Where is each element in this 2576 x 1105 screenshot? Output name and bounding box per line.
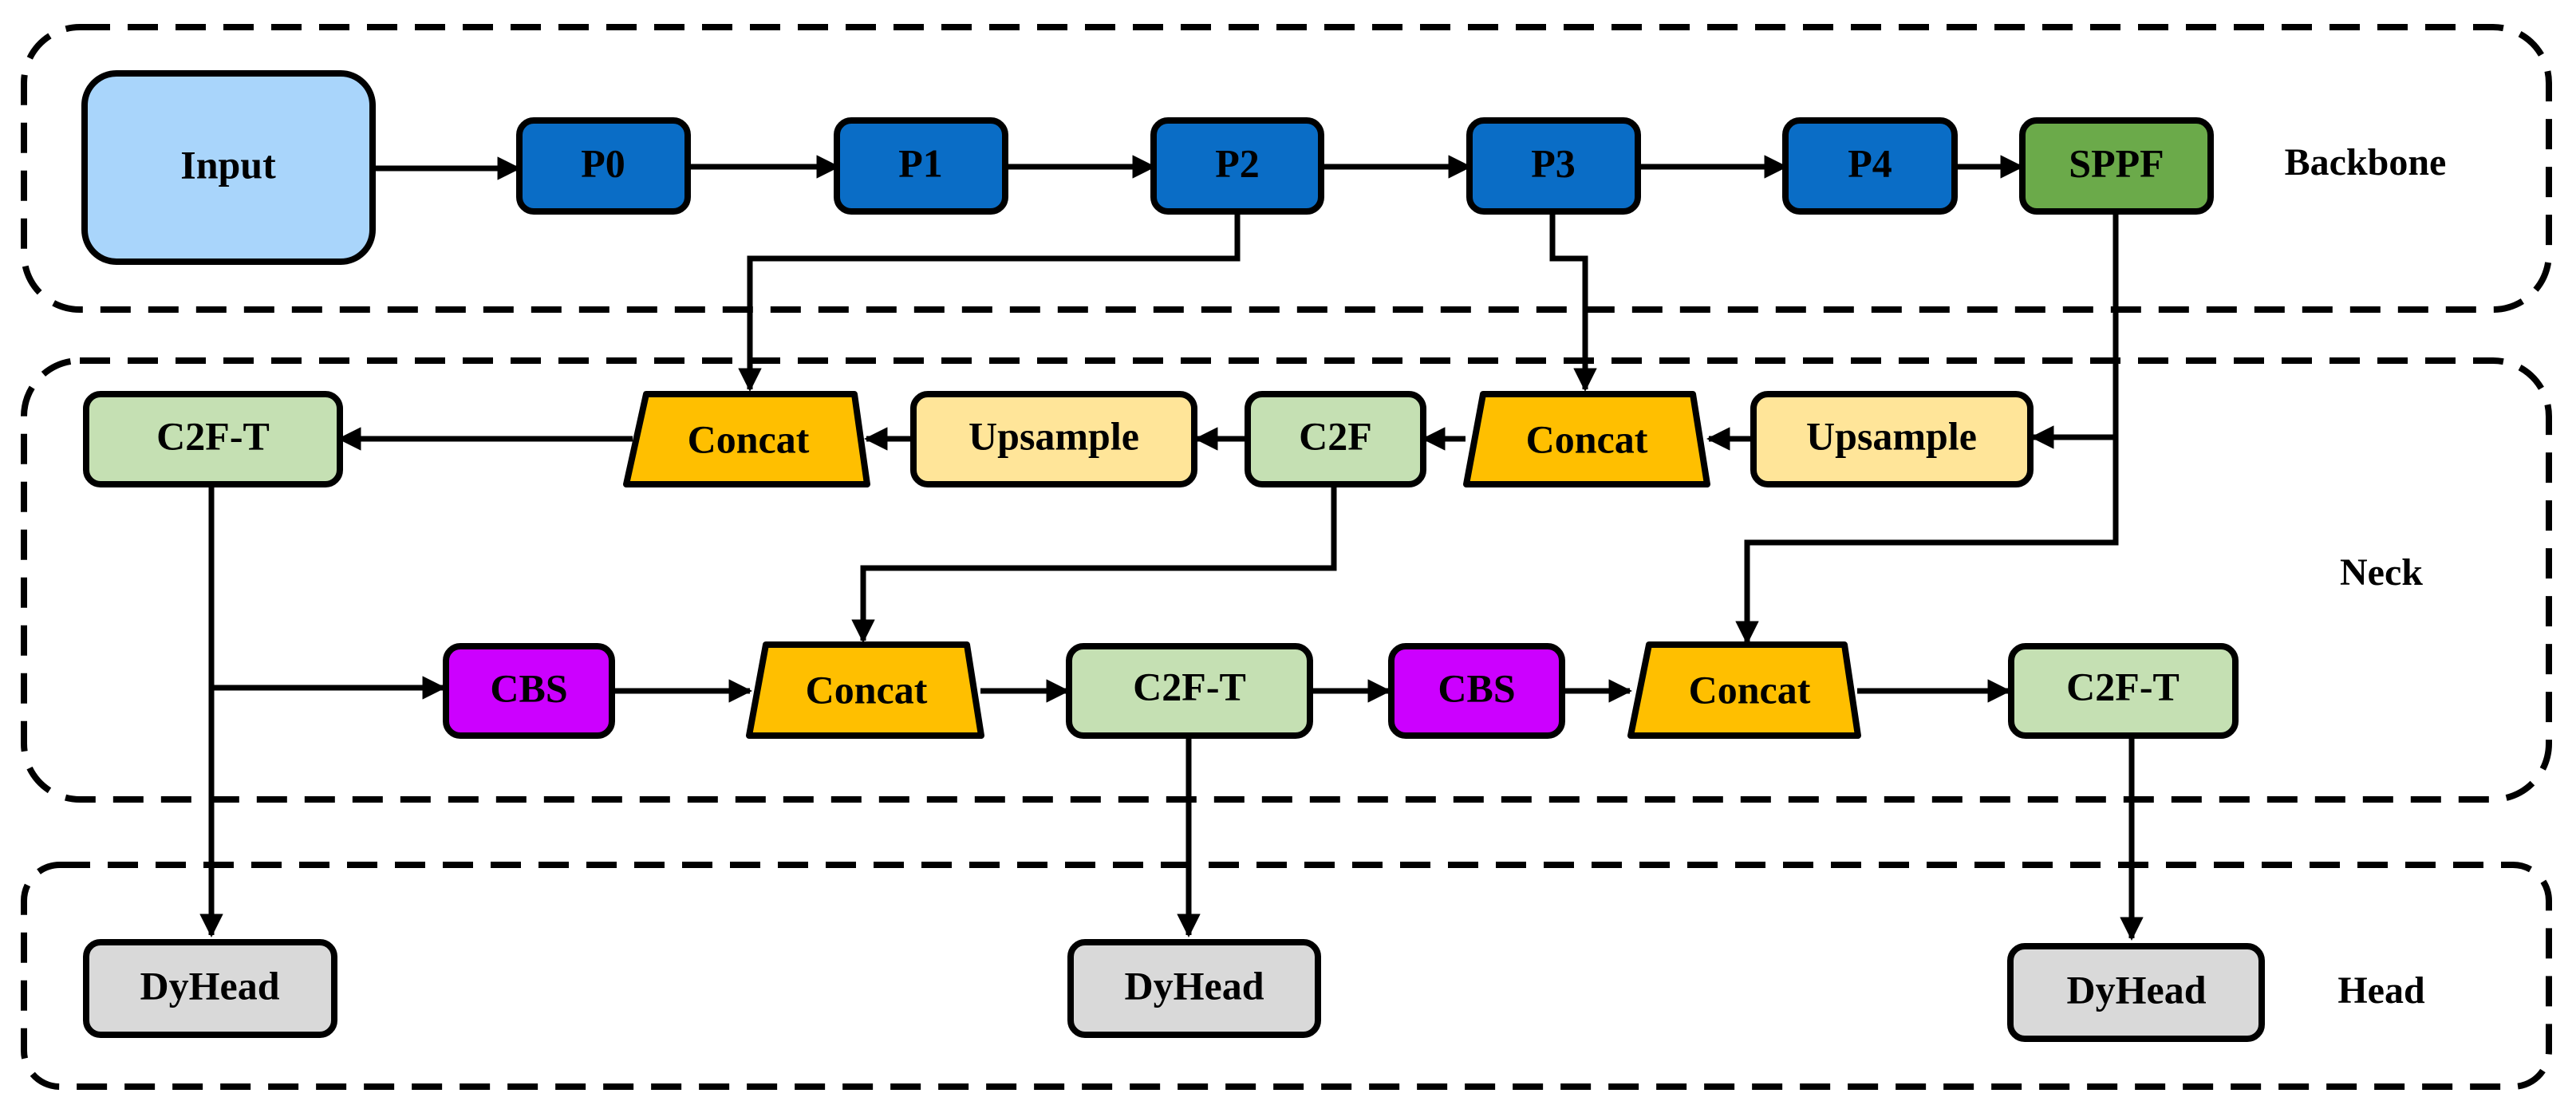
concat-top-left-label: Concat <box>688 416 810 461</box>
p2-node: P2 <box>1150 117 1324 215</box>
p0-label: P0 <box>581 140 625 185</box>
concat-bottom-right-label: Concat <box>1689 667 1811 712</box>
concat-top-right-label: Concat <box>1526 416 1648 461</box>
c2ft-right-label: C2F-T <box>2066 664 2180 708</box>
concat-top-left-node: Concat <box>623 391 870 487</box>
input-label: Input <box>180 142 276 187</box>
p3-node: P3 <box>1466 117 1641 215</box>
neck-label: Neck <box>2340 551 2423 594</box>
dyhead-mid-node: DyHead <box>1067 939 1321 1038</box>
c2ft-mid-node: C2F-T <box>1066 643 1313 739</box>
p4-label: P4 <box>1848 140 1892 185</box>
concat-bottom-left-label: Concat <box>806 667 928 712</box>
cbs-right-node: CBS <box>1388 643 1565 739</box>
p2-label: P2 <box>1215 140 1260 185</box>
arrow-c2f-concat <box>851 484 1337 643</box>
p4-node: P4 <box>1782 117 1958 215</box>
c2f-node: C2F <box>1245 391 1426 487</box>
connectors <box>199 155 2144 941</box>
c2ft-right-node: C2F-T <box>2008 643 2239 739</box>
head-section <box>21 862 2552 1090</box>
concat-bottom-left-node: Concat <box>746 641 984 739</box>
c2ft-top-label: C2F-T <box>156 413 270 458</box>
backbone-section <box>21 24 2552 313</box>
upsample-right-label: Upsample <box>1806 413 1977 458</box>
upsample-left-label: Upsample <box>968 413 1139 458</box>
c2ft-mid-label: C2F-T <box>1133 664 1246 708</box>
concat-bottom-right-node: Concat <box>1627 641 1861 739</box>
c2f-label: C2F <box>1299 413 1372 458</box>
dyhead-right-label: DyHead <box>2067 967 2207 1012</box>
backbone-label: Backbone <box>2285 141 2447 184</box>
sppf-label: SPPF <box>2069 140 2164 185</box>
dyhead-mid-label: DyHead <box>1125 963 1264 1008</box>
p0-node: P0 <box>516 117 691 215</box>
concat-top-right-node: Concat <box>1463 391 1710 487</box>
neck-section <box>21 357 2552 803</box>
p1-label: P1 <box>898 140 943 185</box>
dyhead-right-node: DyHead <box>2007 943 2265 1042</box>
cbs-right-label: CBS <box>1438 665 1515 710</box>
arrow-p3-concat <box>1549 211 1597 392</box>
upsample-right-node: Upsample <box>1750 391 2034 487</box>
head-label: Head <box>2337 969 2425 1012</box>
cbs-left-label: CBS <box>490 665 567 710</box>
input-node: Input <box>81 70 376 265</box>
dyhead-left-node: DyHead <box>83 939 337 1038</box>
sppf-node: SPPF <box>2019 117 2214 215</box>
cbs-left-node: CBS <box>443 643 615 739</box>
arrow-sppf-upsample <box>2030 212 2119 449</box>
p1-node: P1 <box>834 117 1008 215</box>
p3-label: P3 <box>1531 140 1576 185</box>
arrow-sppf-concat <box>1735 437 2119 645</box>
c2ft-top-node: C2F-T <box>83 391 343 487</box>
arrow-p2-concat <box>738 211 1241 392</box>
upsample-left-node: Upsample <box>910 391 1197 487</box>
dyhead-left-label: DyHead <box>140 963 280 1008</box>
